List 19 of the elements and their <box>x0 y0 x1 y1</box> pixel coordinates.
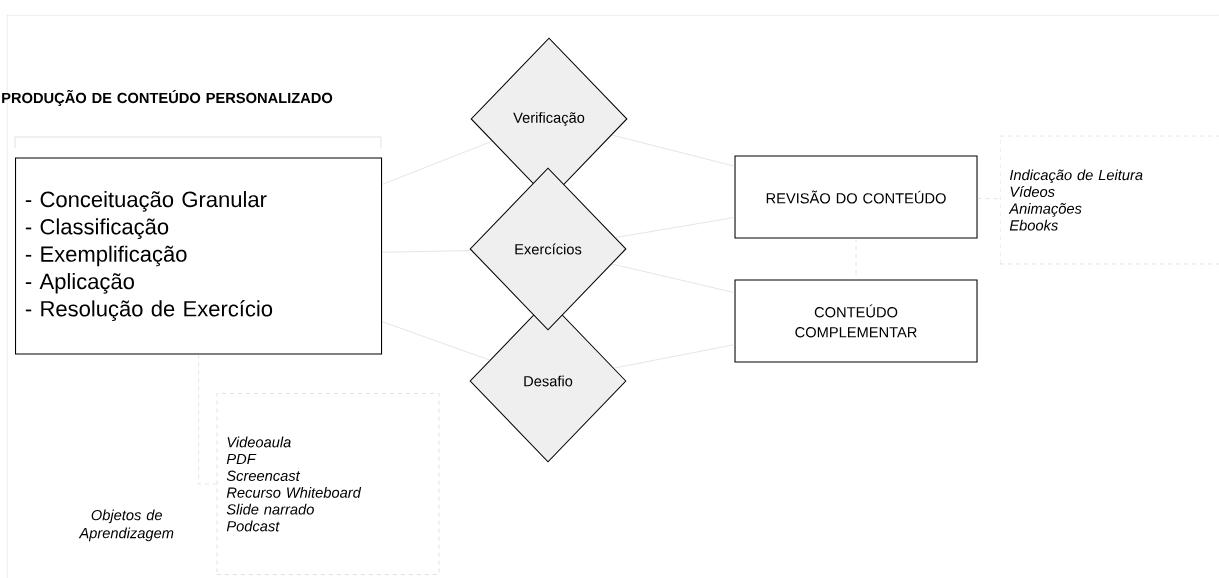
heading: PRODUÇÃO DE CONTEÚDO PERSONALIZADO <box>2 89 333 107</box>
process-box: REVISÃO DO CONTEÚDO <box>734 155 978 239</box>
note-box: Videoaula PDF Screencast Recurso Whiteboard Slide narrado Podcast <box>216 393 440 575</box>
side-label: Objetos de Aprendizagem <box>78 509 174 542</box>
note-box: Indicação de Leitura Vídeos Animações Ebooks <box>999 135 1219 265</box>
list-box: - Conceituação Granular - Classificação - Exemplificação - Aplicação - Resolução de Exercício <box>15 157 383 355</box>
connector-line <box>381 141 493 185</box>
process-box: CONTEÚDO COMPLEMENTAR <box>734 279 978 363</box>
connector-line <box>381 321 490 361</box>
node-label: - Exemplificação <box>25 245 187 267</box>
connector-line <box>611 263 735 293</box>
node-label: - Conceituação Granular <box>25 191 267 212</box>
node-label: - Resolução de Exercício <box>25 300 273 321</box>
connector-line <box>198 354 217 485</box>
node-label: - Aplicação <box>25 273 134 294</box>
connector-line <box>611 134 735 167</box>
connector-line <box>613 344 735 369</box>
connector-line <box>615 217 735 238</box>
node-label: - Classificação <box>25 218 169 239</box>
